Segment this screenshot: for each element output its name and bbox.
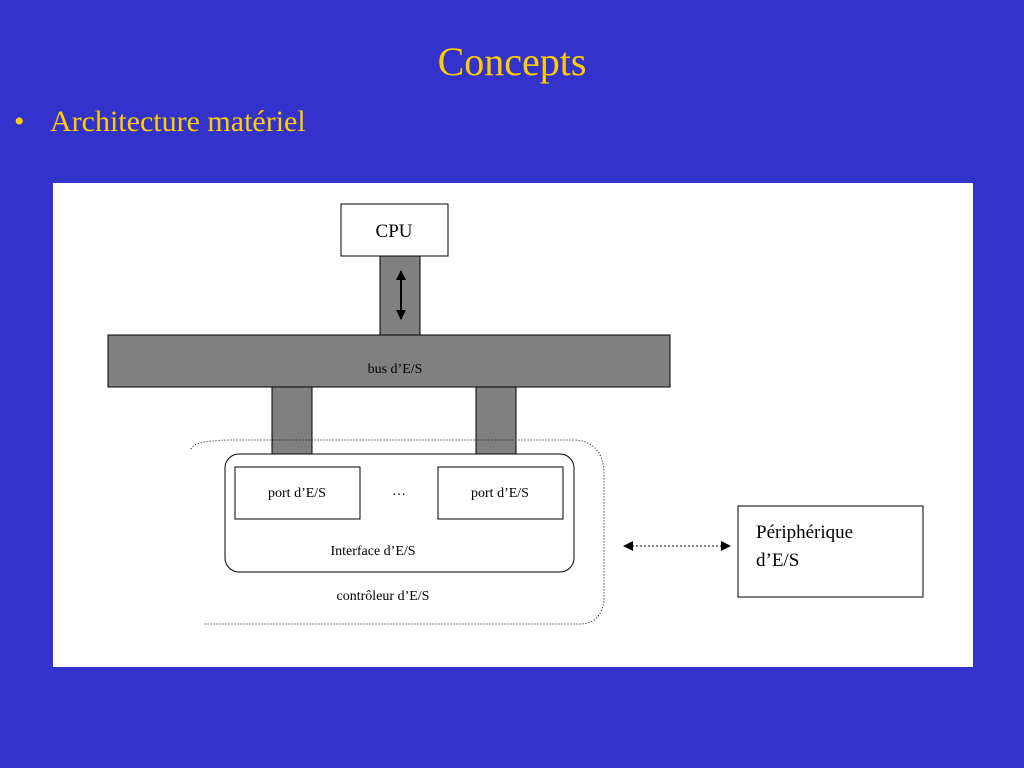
io-bus: [107, 334, 671, 388]
port-box-left: [234, 466, 361, 520]
interface-label: Interface d’E/S: [330, 544, 415, 559]
port-right-label: port d’E/S: [471, 486, 529, 501]
architecture-diagram: CPU bus d’E/S port d’E/S port d’E/S … In…: [107, 203, 924, 625]
diagram-panel: CPU bus d’E/S port d’E/S port d’E/S … In…: [53, 183, 973, 667]
ports-ellipsis: …: [392, 484, 406, 499]
bus-label: bus d’E/S: [368, 362, 423, 377]
peripheral-label-line1: Périphérique: [756, 522, 853, 543]
port-box-right: [437, 466, 564, 520]
slide-title: Concepts: [437, 39, 587, 84]
peripheral-label: Périphérique d’E/S: [756, 522, 858, 571]
bullet-text: Architecture matériel: [50, 105, 306, 138]
bullet-marker: •: [14, 105, 25, 138]
bullet-item: • Architecture matériel: [14, 104, 306, 140]
peripheral-label-line2: d’E/S: [756, 550, 799, 571]
cpu-label: CPU: [376, 221, 413, 242]
cpu-box: [340, 203, 449, 257]
peripheral-box: [737, 505, 924, 598]
controller-label: contrôleur d’E/S: [337, 589, 430, 604]
port-left-label: port d’E/S: [268, 486, 326, 501]
controller-boundary: [190, 439, 605, 625]
